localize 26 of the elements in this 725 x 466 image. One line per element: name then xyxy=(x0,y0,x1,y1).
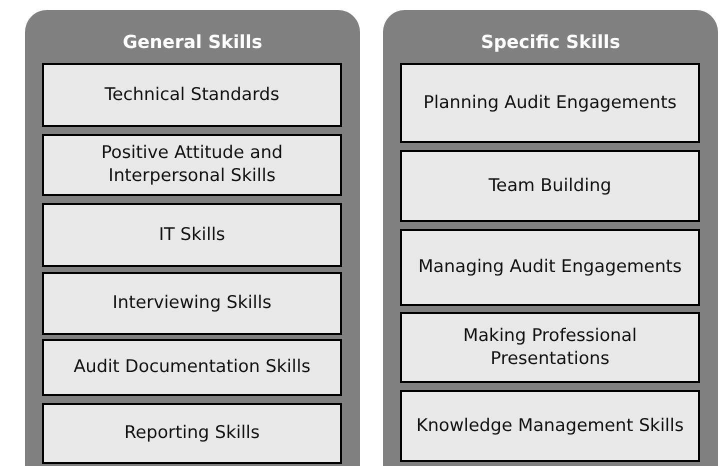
skill-label: IT Skills xyxy=(158,224,226,246)
skill-box xyxy=(400,150,700,222)
skill-box xyxy=(42,403,342,464)
skill-box xyxy=(400,229,700,306)
skill-box xyxy=(42,63,342,127)
skill-box xyxy=(42,203,342,267)
skill-box xyxy=(42,272,342,335)
skill-label: Positive Attitude and Interpersonal Skills xyxy=(100,142,284,188)
skill-box xyxy=(400,312,700,383)
skill-label: Interviewing Skills xyxy=(112,292,272,315)
panel-heading: Specific Skills xyxy=(480,32,622,53)
skill-label: Planning Audit Engagements xyxy=(422,92,678,114)
panel-heading: General Skills xyxy=(122,32,264,53)
group-panel xyxy=(383,10,718,466)
skill-box xyxy=(42,339,342,396)
skill-label: Making Professional Presentations xyxy=(462,324,638,370)
group-panel xyxy=(25,10,360,466)
skill-box xyxy=(42,134,342,196)
skill-label: Knowledge Management Skills xyxy=(415,414,685,438)
skill-label: Managing Audit Engagements xyxy=(417,256,683,279)
skill-label: Team Building xyxy=(488,174,612,198)
skill-label: Technical Standards xyxy=(104,84,280,106)
skill-label: Reporting Skills xyxy=(123,422,261,445)
skill-box xyxy=(400,63,700,143)
skill-label: Audit Documentation Skills xyxy=(72,356,312,379)
skill-box xyxy=(400,390,700,462)
